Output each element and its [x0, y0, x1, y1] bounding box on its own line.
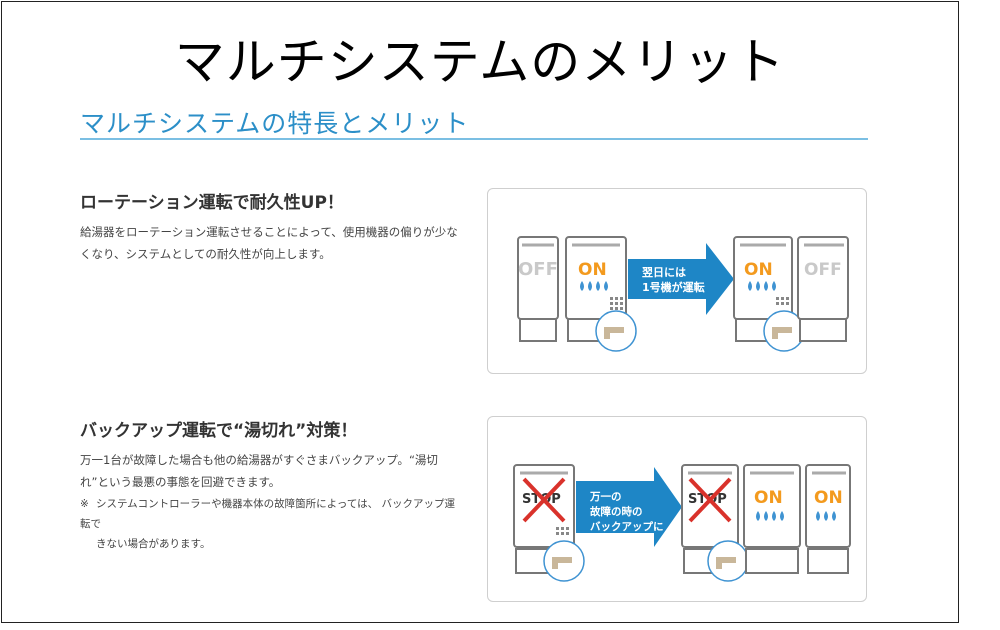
- heater-unit-on-backup: ON: [743, 464, 801, 574]
- backup-diagram: STOP 万一の 故障の時の バックアップに STOP: [513, 464, 851, 582]
- feature1-body-line2: くなり、システムとしての耐久性が向上します。: [80, 247, 331, 261]
- feature2-note: ※システムコントローラーや機器本体の故障箇所によっては、 バックアップ運転で き…: [80, 494, 465, 554]
- vent-grid-icon-right: [776, 297, 789, 305]
- cross-mark-icon: [522, 477, 566, 523]
- heater-unit-off-left: OFF: [517, 236, 559, 342]
- heater-unit-on-left: ON: [565, 236, 637, 352]
- section-title: マルチシステムの特長とメリット: [80, 109, 470, 138]
- backup-arrow: 万一の 故障の時の バックアップに: [576, 467, 682, 547]
- backup-illustration: STOP 万一の 故障の時の バックアップに STOP: [487, 416, 867, 602]
- vent-grid-icon-stopped: [556, 527, 569, 535]
- vent-grid-icon: [610, 297, 623, 310]
- water-drops-icon-backup: [756, 511, 784, 521]
- cross-mark-icon-right: [688, 477, 732, 523]
- water-drops-icon-right: [748, 281, 776, 291]
- heater-unit-on-right: ON: [733, 236, 805, 352]
- status-off-label-right: OFF: [804, 260, 842, 280]
- status-on-label-right: ON: [744, 260, 773, 280]
- feature1-heading: ローテーション運転で耐久性UP！: [80, 193, 344, 213]
- feature1-body: 給湯器をローテーション運転させることによって、使用機器の偏りが少な くなり、シス…: [80, 221, 465, 265]
- heater-unit-stopped-right: STOP: [681, 464, 749, 582]
- status-on-label: ON: [578, 260, 607, 280]
- feature2-body: 万一1台が故障した場合も他の給湯器がすぐさまバックアップ。“湯切 れ”という最悪…: [80, 449, 465, 493]
- backup-arrow-line2: 故障の時の: [590, 505, 643, 518]
- status-on-label-backup: ON: [754, 488, 783, 508]
- feature2-heading: バックアップ運転で“湯切れ”対策！: [80, 421, 358, 441]
- heater-unit-on-backup-right: ON: [805, 464, 851, 574]
- water-drops-icon-backup-right: [816, 511, 836, 521]
- status-off-label: OFF: [518, 259, 558, 280]
- water-drops-icon: [580, 281, 608, 291]
- feature1-body-line1: 給湯器をローテーション運転させることによって、使用機器の偏りが少な: [80, 225, 458, 239]
- rotation-illustration: OFF ON 翌日には: [487, 188, 867, 374]
- slide-frame: [1, 1, 959, 623]
- arrow-text-line2: 1号機が運転: [642, 280, 705, 294]
- note-line2: きない場合があります。: [96, 538, 211, 550]
- rotation-diagram: OFF ON 翌日には: [517, 236, 849, 352]
- note-mark: ※: [80, 498, 89, 510]
- backup-arrow-line1: 万一の: [589, 491, 622, 503]
- heater-unit-off-right: OFF: [797, 236, 849, 342]
- status-on-label-backup-right: ON: [814, 488, 843, 508]
- feature2-body-line1: 万一1台が故障した場合も他の給湯器がすぐさまバックアップ。“湯切: [80, 453, 438, 467]
- section-divider: [80, 138, 868, 140]
- heater-unit-stopped: STOP: [513, 464, 585, 582]
- arrow-text-line1: 翌日には: [642, 266, 686, 279]
- note-line1: システムコントローラーや機器本体の故障箇所によっては、 バックアップ運転で: [80, 498, 455, 530]
- rotation-arrow: 翌日には 1号機が運転: [628, 243, 734, 315]
- feature2-body-line2: れ”という最悪の事態を回避できます。: [80, 475, 281, 489]
- backup-arrow-line3: バックアップに: [590, 520, 664, 533]
- slide-title: マルチシステムのメリット: [174, 33, 786, 91]
